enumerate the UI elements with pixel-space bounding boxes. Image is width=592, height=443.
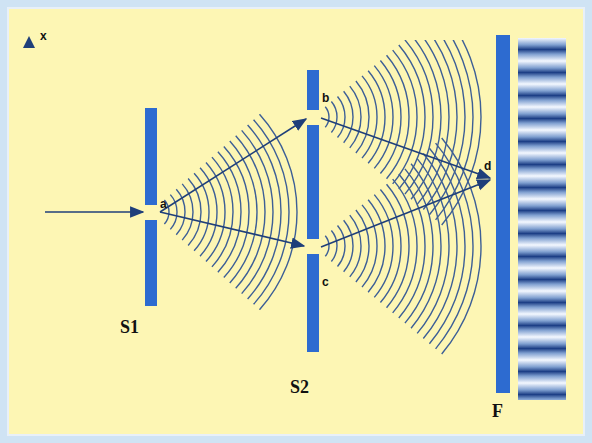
wavefront-arc bbox=[218, 152, 241, 272]
wavefront-arc bbox=[429, 40, 465, 215]
screen-label: F bbox=[492, 402, 503, 420]
wavefront bbox=[325, 138, 481, 354]
wavefront-arc bbox=[344, 91, 353, 142]
rays bbox=[45, 118, 490, 247]
wavefront-arc bbox=[374, 195, 393, 298]
slit-label: b bbox=[322, 92, 329, 104]
interference-fringes bbox=[518, 38, 566, 400]
wavefront-arc bbox=[368, 71, 385, 164]
wavefront-arc bbox=[170, 195, 177, 230]
slit-screen bbox=[307, 70, 319, 110]
wavefront-arc bbox=[399, 45, 425, 189]
wavefronts bbox=[164, 9, 481, 354]
wavefront-arc bbox=[442, 138, 481, 354]
wavefront-arc bbox=[374, 66, 393, 169]
wavefront-arc bbox=[429, 148, 465, 343]
slit-label: a bbox=[160, 198, 167, 210]
slit-screen bbox=[145, 108, 157, 205]
wavefront-arc bbox=[259, 114, 297, 309]
wavefront-arc bbox=[362, 205, 377, 287]
wavefront-arc bbox=[387, 184, 409, 307]
axis-arrow bbox=[23, 36, 35, 48]
wavefront-arc bbox=[331, 231, 337, 262]
wavefront-arc bbox=[436, 40, 473, 220]
point-label: d bbox=[484, 160, 491, 172]
wavefront-arc bbox=[436, 143, 473, 349]
wavefront-arc bbox=[325, 236, 329, 257]
wavefront-arc bbox=[325, 107, 329, 128]
detection-screen bbox=[496, 35, 510, 393]
wavefront-arc bbox=[338, 225, 345, 266]
screen-label: S1 bbox=[120, 318, 139, 336]
slit-label: c bbox=[322, 276, 329, 288]
wavefront-arc bbox=[350, 215, 361, 277]
wavefront-arc bbox=[380, 189, 401, 302]
wavefront-arc bbox=[356, 210, 369, 282]
wavefront-arc bbox=[399, 174, 425, 318]
wavefront bbox=[164, 114, 297, 309]
wavefront-arc bbox=[393, 50, 417, 184]
wavefront-arc bbox=[368, 200, 385, 293]
wavefront-arc bbox=[350, 86, 361, 148]
wavefront-arc bbox=[248, 125, 281, 299]
wavefront-arc bbox=[254, 120, 289, 305]
wavefront-arc bbox=[331, 102, 337, 133]
slit-screen bbox=[307, 254, 319, 352]
screen-label: S2 bbox=[290, 378, 309, 396]
wavefront-arc bbox=[224, 146, 249, 277]
slit-screen bbox=[307, 125, 319, 239]
wavefront-arc bbox=[393, 179, 417, 313]
wavefront-arc bbox=[380, 60, 401, 173]
wavefront-arc bbox=[188, 179, 201, 246]
wavefront-arc bbox=[417, 159, 449, 334]
slit-screen bbox=[145, 220, 157, 306]
background bbox=[8, 8, 584, 435]
wavefront-arc bbox=[423, 153, 457, 338]
wavefront-arc bbox=[387, 55, 409, 178]
wavefront-arc bbox=[338, 96, 345, 137]
wavefront-arc bbox=[212, 157, 233, 267]
wavefront-arc bbox=[362, 76, 377, 158]
wavefront-arc bbox=[356, 81, 369, 153]
axis-label: x bbox=[40, 30, 47, 42]
wavefront-arc bbox=[344, 220, 353, 271]
